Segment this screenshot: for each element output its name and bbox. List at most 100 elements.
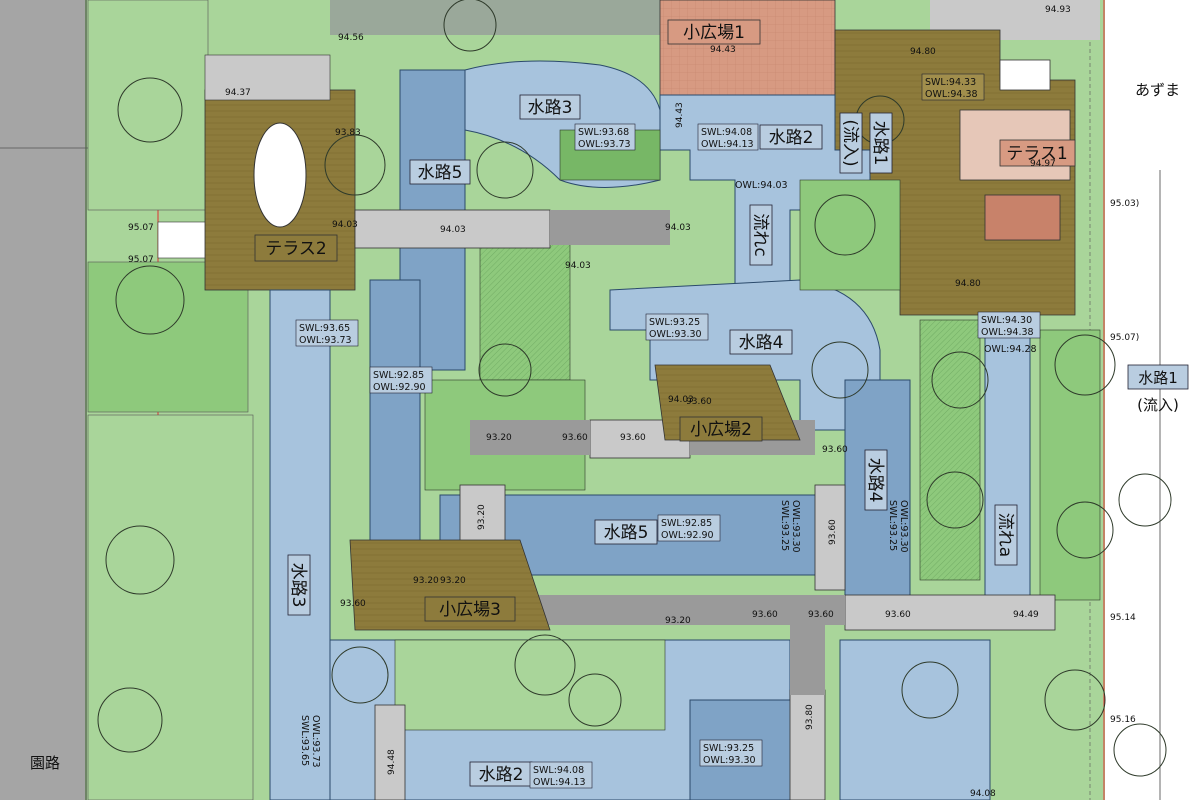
elev-14: 93.20 [486,433,512,443]
plaza1-area [659,0,836,96]
wl-c5-swl: SWL:92.85 [661,518,712,529]
pavement-paths [354,209,1056,800]
elev-30: 94.08 [970,789,996,799]
label-channel4-center: 水路4 [739,333,784,353]
grass-islands [394,129,1101,731]
label-channel1-top: 水路1 [870,121,890,166]
side-elev-6: 95.07 [128,255,154,265]
label-plaza3: 小広場3 [439,600,501,620]
side-elevation-labels: 95.03) 95.07) 95.14 95.16 95.07 95.07 [128,199,1139,725]
wl-t1-owl: OWL:94.38 [925,89,978,100]
elev-27: 94.48 [387,749,397,775]
label-terrace2: テラス2 [265,239,326,259]
wl-left-swl: SWL:93.65 [299,323,350,334]
elev-16: 93.60 [822,445,848,455]
elev-9: 94.43 [675,102,685,128]
elev-17: 93.60 [828,519,838,545]
label-channel3-top: 水路3 [528,98,573,118]
label-channel5-top: 水路5 [418,163,463,183]
elev-32: 93.20 [413,576,439,586]
label-azumaya: あずま [1135,81,1180,99]
side-elev-1: 95.03) [1110,199,1139,209]
side-elev-5: 95.07 [128,223,154,233]
wl-c4v2-swl: SWL:93.25 [887,500,898,551]
label-garden-path: 園路 [30,754,60,772]
wl-c3-swl: SWL:93.68 [578,127,629,138]
elev-7: 94.03 [332,220,358,230]
wl-c4v-owl: OWL:93.30 [790,500,801,553]
elev-12: 93.60 [620,433,646,443]
wl-c3-owl: OWL:93.73 [578,139,631,150]
label-channel1-side: 水路1 [1138,369,1178,387]
top-pavement [330,0,670,35]
wl-br-swl: SWL:93.25 [703,743,754,754]
elev-3: 94.80 [910,47,936,57]
grass-block-left-low [87,414,254,800]
side-elev-2: 95.07) [1110,333,1139,343]
elev-19: 93.20 [440,576,466,586]
wl-c4-swl: SWL:93.25 [649,317,700,328]
wl-c5-owl: OWL:92.90 [661,530,714,541]
elev-24: 93.20 [665,616,691,626]
terrace2-pool [253,122,307,228]
label-flow-a: 流れa [995,513,1015,557]
wl-c2-swl: SWL:94.08 [701,127,752,138]
label-channel5-center: 水路5 [604,523,649,543]
elev-10: 94.03 [665,223,691,233]
wl-c4v-swl: SWL:93.25 [779,500,790,551]
elev-1: 94.56 [338,33,364,43]
wl-left-owl: OWL:93.73 [299,335,352,346]
elev-25: 93.60 [752,610,778,620]
wl-bl-swl: SWL:93.65 [299,715,310,766]
wl-right-swl: SWL:94.30 [981,315,1032,326]
wl-bl-owl: OWL:93.73 [310,715,321,768]
elev-23: 94.49 [1013,610,1039,620]
elev-15: 93.60 [686,397,712,407]
label-plaza2: 小広場2 [690,420,752,440]
elev-28: 94.97 [1030,159,1056,169]
elev-26: 93.80 [805,704,815,730]
label-flow-c: 流れc [750,213,770,256]
wl-br-owl: OWL:93.30 [703,755,756,766]
elev-31: 94.03 [668,395,694,405]
owl-single-2: OWL:94.28 [984,344,1037,355]
wl-c4-owl: OWL:93.30 [649,329,702,340]
label-channel1-side-inflow: (流入) [1137,396,1179,414]
wl-bc-owl: OWL:94.13 [533,777,586,788]
label-channel2-top: 水路2 [769,128,814,148]
wl-t1-swl: SWL:94.33 [925,77,976,88]
label-channel3-left: 水路3 [288,563,308,608]
road-left [0,0,85,800]
label-plaza1: 小広場1 [683,23,745,43]
trees [97,0,1172,777]
elev-11: 94.03 [565,261,591,271]
label-inflow-top: (流入) [840,119,860,166]
elev-5: 94.37 [225,88,251,98]
zone-labels: 小広場1 テラス2 テラス1 水路3 水路5 水路2 水路4 小広場2 水路5 … [30,19,1189,787]
elev-4: 94.93 [1045,5,1071,15]
grass-block-left-top [87,0,209,211]
wl-c4v2-owl: OWL:93.30 [898,500,909,553]
side-elev-4: 95.16 [1110,715,1136,725]
label-channel4-right: 水路4 [865,458,885,503]
right-white-area [1105,0,1200,800]
wl-c2-owl: OWL:94.13 [701,139,754,150]
wl-mid-swl: SWL:92.85 [373,370,424,381]
water-level-labels: SWL:93.68 OWL:93.73 SWL:94.08 OWL:94.13 … [295,73,1041,789]
owl-single-1: OWL:94.03 [735,180,788,191]
label-terrace1: テラス1 [1006,144,1067,164]
elev-29: 94.80 [955,279,981,289]
elev-18: 93.20 [477,504,487,530]
elev-20: 93.60 [340,599,366,609]
wl-mid-owl: OWL:92.90 [373,382,426,393]
elev-8: 94.03 [440,225,466,235]
elev-2: 94.43 [710,45,736,55]
label-channel2-bottom: 水路2 [479,765,524,785]
elevation-labels: 94.56 94.43 94.80 94.93 94.37 93.83 94.0… [225,5,1071,799]
elev-21: 93.60 [808,610,834,620]
wl-bc-swl: SWL:94.08 [533,765,584,776]
wl-right-owl: OWL:94.38 [981,327,1034,338]
side-elev-3: 95.14 [1110,613,1136,623]
elev-6: 93.83 [335,128,361,138]
